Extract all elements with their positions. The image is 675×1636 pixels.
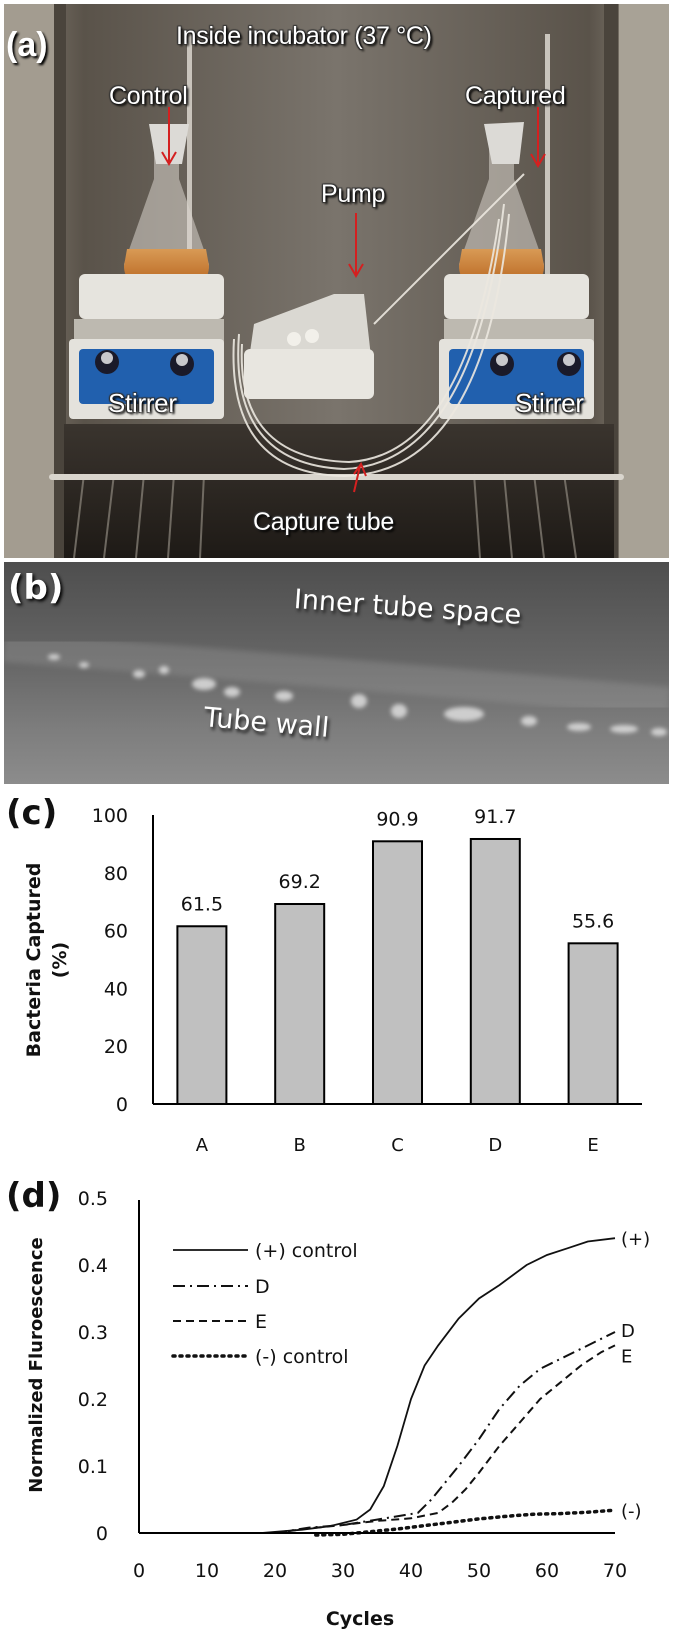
legend-label: (+) control (255, 1240, 358, 1262)
y-tick-label: 60 (104, 921, 128, 943)
y-tick-label: 100 (92, 805, 128, 827)
x-axis-label: Cycles (326, 1608, 394, 1630)
x-tick-label: 60 (535, 1560, 559, 1582)
series-end-label: (+) (621, 1229, 650, 1250)
series-lines: (+) DE (-) (261, 1229, 650, 1537)
y-tick-label: 80 (104, 863, 128, 885)
legend-label: D (255, 1276, 270, 1298)
panel-d-letter: (d) (6, 1176, 62, 1216)
y-tick-label: 0.4 (78, 1255, 108, 1277)
panel-a-photo: (a) Inside incubator (37 °C) Control Cap… (4, 4, 669, 558)
y-tick-label: 0 (96, 1523, 108, 1545)
y-tick-label: 0.3 (78, 1322, 108, 1344)
capture-tube-label: Capture tube (253, 508, 394, 536)
y-tick-label: 0.1 (78, 1456, 108, 1478)
x-tick-label: 30 (331, 1560, 355, 1582)
panel-b-letter: (b) (8, 568, 64, 608)
bar-value-label: 90.9 (376, 808, 418, 830)
bar-A (176, 925, 228, 1106)
x-tick-label: C (391, 1135, 404, 1156)
series-line (274, 1344, 616, 1534)
x-tick-label: 70 (603, 1560, 627, 1582)
series-end-label: (-) (621, 1501, 642, 1522)
legend-label: (-) control (255, 1346, 349, 1368)
y-axis-label: Bacteria Captured (23, 863, 45, 1058)
series-end-label: E (621, 1346, 632, 1367)
y-tick-label: 0.2 (78, 1389, 108, 1411)
x-tick-label: D (488, 1135, 502, 1156)
bar-value-label: 91.7 (474, 806, 516, 828)
series-line (274, 1331, 616, 1534)
x-tick-label: 50 (467, 1560, 491, 1582)
y-axis-ticks: 0 0.1 0.2 0.3 0.4 0.5 (78, 1188, 108, 1545)
panel-b-microscopy: (b) Inner tube space Tube wall (4, 562, 669, 784)
x-axis-ticks: 0 10 20 30 40 50 60 70 (133, 1560, 627, 1582)
y-axis-ticks: 0 20 40 60 80 100 (92, 805, 128, 1116)
y-axis-label-unit: (%) (49, 942, 71, 978)
y-tick-label: 20 (104, 1036, 128, 1058)
x-tick-label: 0 (133, 1560, 145, 1582)
y-tick-label: 0.5 (78, 1188, 108, 1210)
series-line (261, 1237, 616, 1534)
y-axis-label: Normalized Fluroescence (26, 1237, 47, 1492)
series-end-label: D (621, 1321, 635, 1342)
incubator-photo-illustration (4, 4, 669, 558)
panel-c-letter: (c) (6, 793, 58, 833)
stirrer-left-label: Stirrer (108, 388, 177, 418)
captured-label: Captured (465, 82, 566, 110)
x-tick-label: 10 (195, 1560, 219, 1582)
y-tick-label: 0 (116, 1094, 128, 1116)
bar-C (372, 840, 423, 1105)
bar-D (469, 837, 521, 1105)
x-tick-label: 20 (263, 1560, 287, 1582)
bar-B (274, 903, 326, 1106)
x-axis-ticks: A B C D E (196, 1135, 599, 1156)
panel-a-letter: (a) (6, 26, 48, 64)
bar-E (567, 942, 619, 1105)
tube-wall-bacteria-illustration (4, 632, 669, 736)
pump-label: Pump (321, 180, 386, 208)
legend-label: E (255, 1311, 267, 1333)
bar-value-label: 69.2 (279, 871, 321, 893)
bar-value-label: 61.5 (181, 893, 223, 915)
x-tick-label: 40 (399, 1560, 423, 1582)
bar-value-label: 55.6 (572, 910, 614, 932)
bars: 61.5 69.2 90.9 91.7 55.6 (176, 806, 619, 1106)
stirrer-right-label: Stirrer (515, 388, 584, 418)
x-tick-label: E (587, 1135, 598, 1156)
control-label: Control (109, 82, 188, 110)
series-line (314, 1508, 617, 1537)
x-tick-label: B (294, 1135, 306, 1156)
y-tick-label: 40 (104, 978, 128, 1000)
incubator-title: Inside incubator (37 °C) (176, 22, 432, 50)
x-tick-label: A (196, 1135, 209, 1156)
